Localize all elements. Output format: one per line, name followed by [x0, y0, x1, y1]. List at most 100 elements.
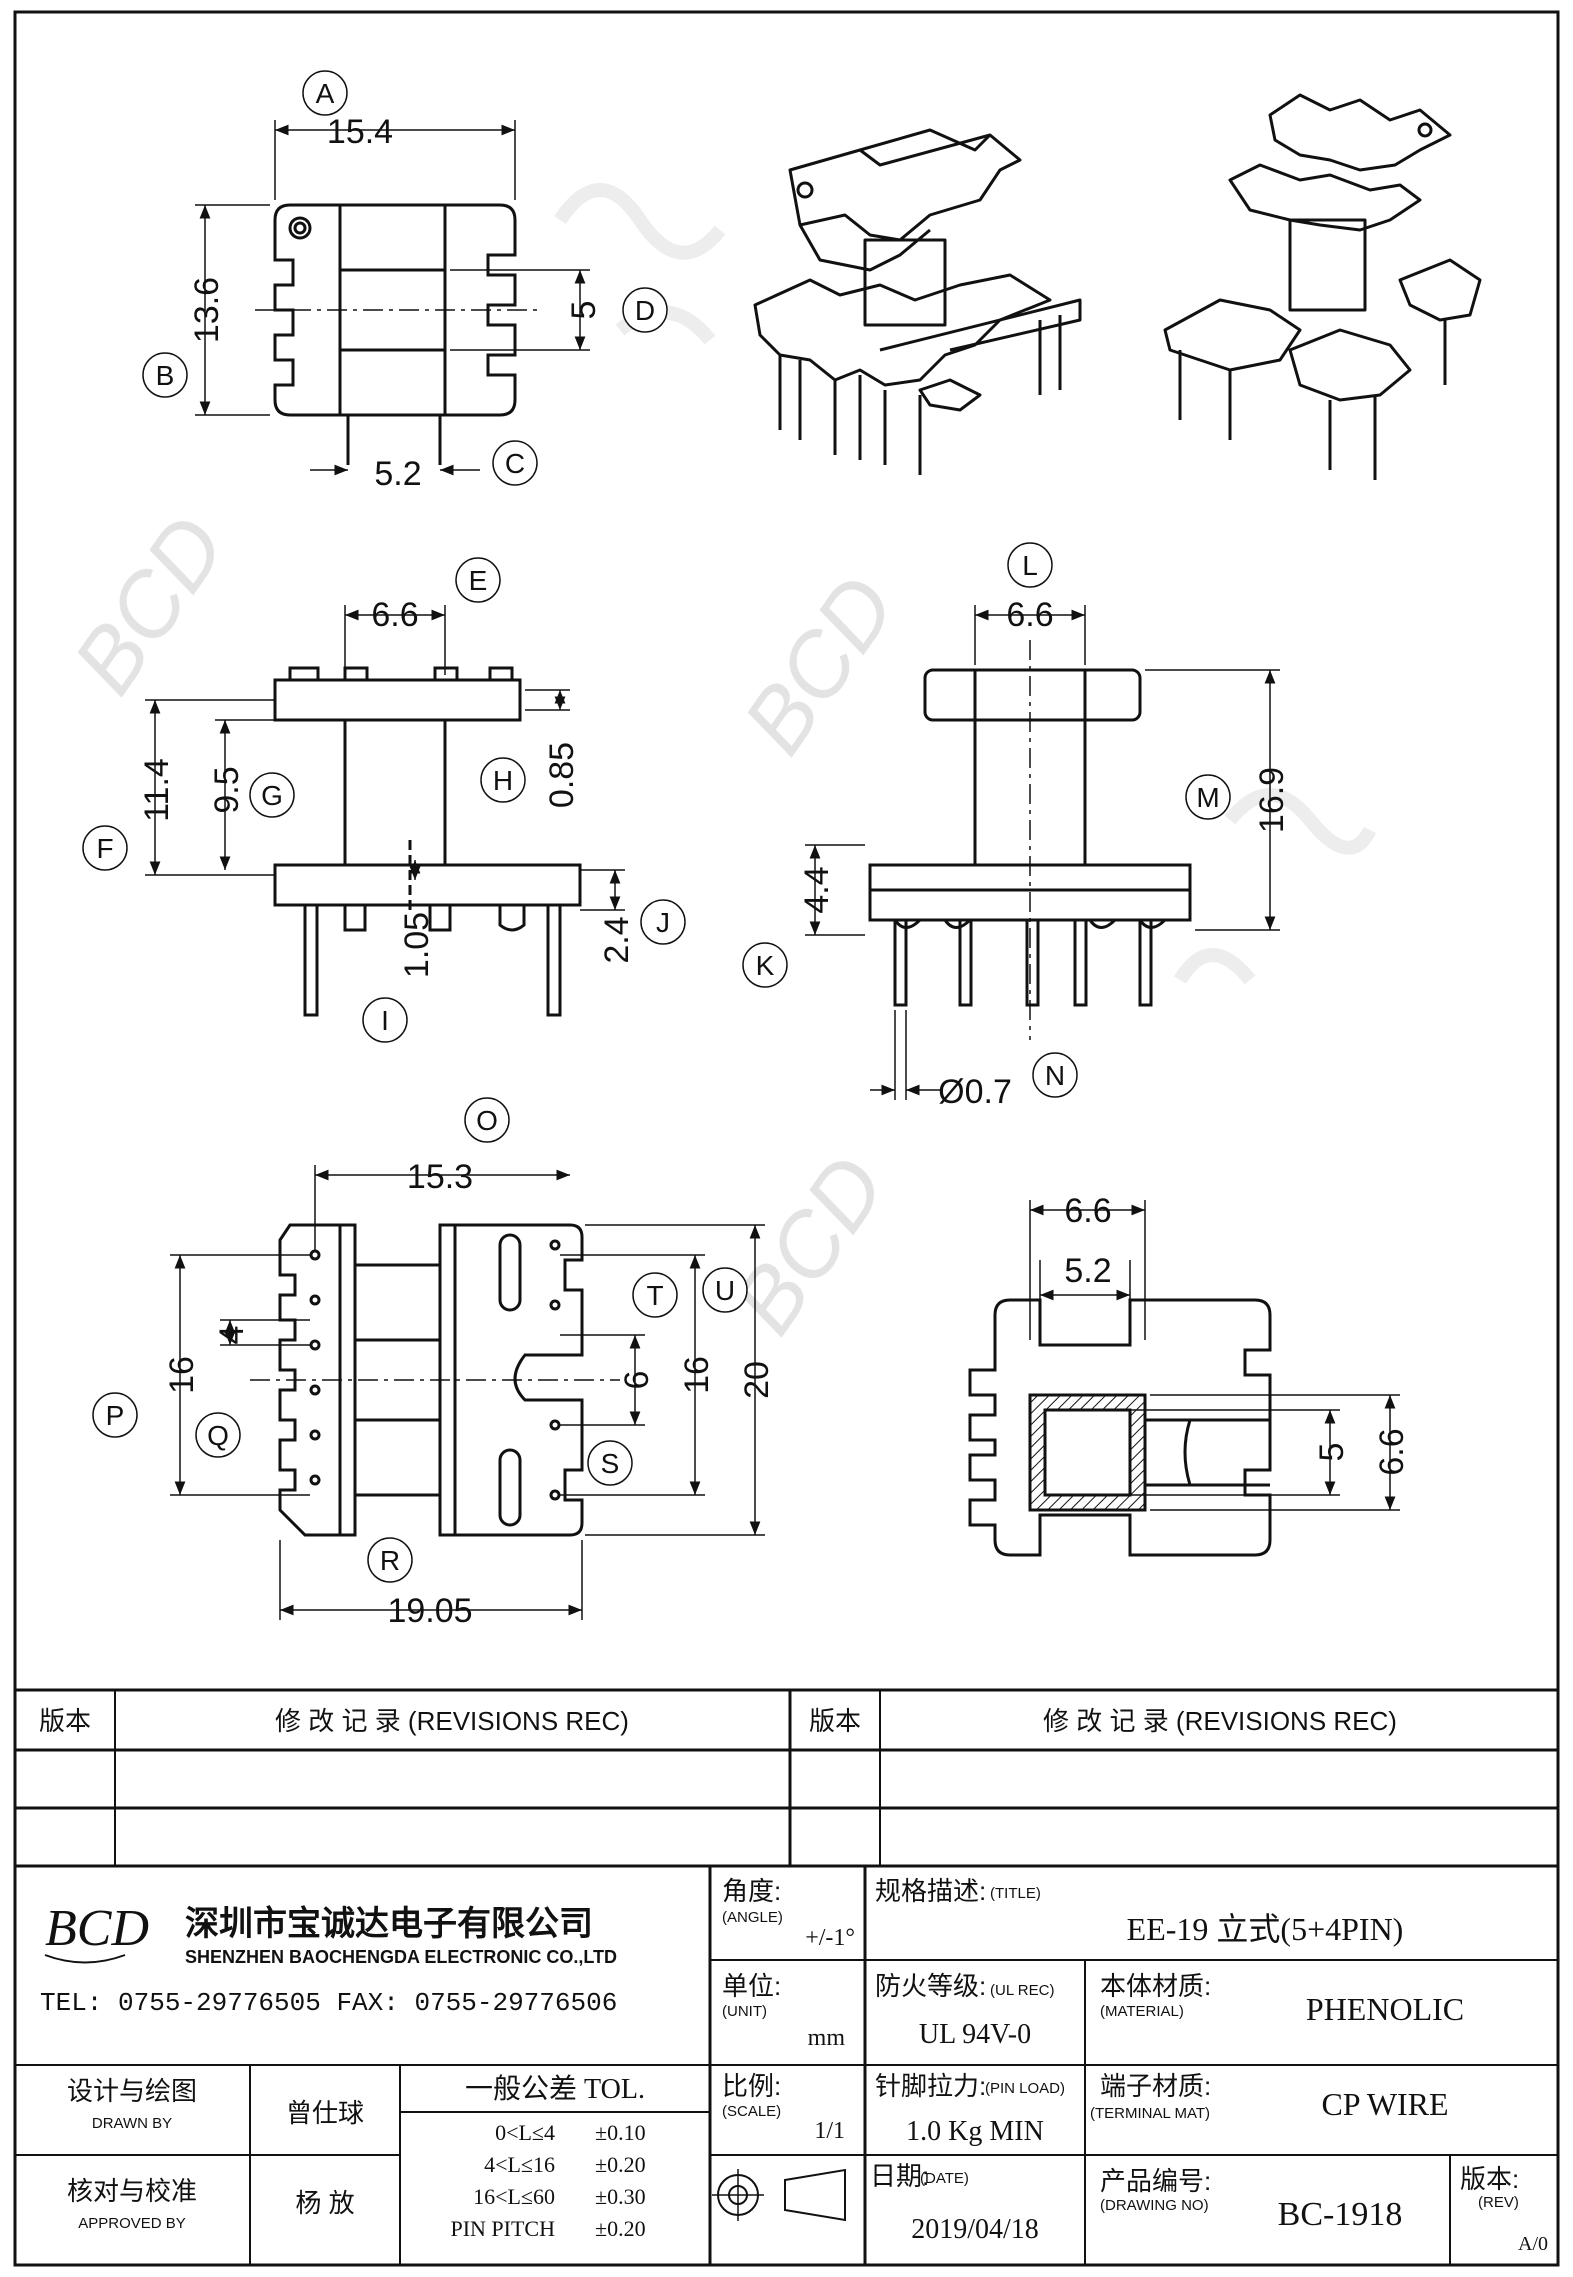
callout-circle-c	[492, 440, 538, 486]
tol-value-2: ±0.30	[595, 2184, 646, 2209]
tol-value-0: ±0.10	[595, 2120, 646, 2145]
callout-circle-s	[587, 1440, 633, 1486]
tol-value-1: ±0.20	[595, 2152, 646, 2177]
terminal-label-en: (TERMINAL MAT)	[1090, 2105, 1210, 2122]
dim-6-6-front: 6.6	[1006, 596, 1053, 634]
iso-view-left	[753, 128, 1082, 475]
front-view-dims	[805, 605, 1280, 1100]
callout-circle-d	[622, 287, 668, 333]
side-view-dims	[145, 605, 625, 911]
bottom-view	[250, 1223, 620, 1537]
front-view	[868, 640, 1192, 1040]
approved-label-en: APPROVED BY	[78, 2215, 186, 2232]
pinload-label-en: (PIN LOAD)	[985, 2080, 1065, 2097]
callout-circle-i	[362, 997, 408, 1043]
rev-col-left: 版本	[39, 1706, 91, 1736]
dim-6: 6	[618, 1371, 656, 1390]
rev-col-right: 版本	[809, 1706, 861, 1736]
scale-label-en: (SCALE)	[722, 2103, 781, 2120]
angle-label: 角度:	[722, 1876, 781, 1906]
callout-label-l: L	[1022, 550, 1038, 581]
approved-value: 杨 放	[295, 2188, 354, 2218]
terminal-label: 端子材质:	[1100, 2071, 1211, 2101]
dim-5-2: 5.2	[374, 455, 421, 493]
callout-circle-o	[464, 1097, 510, 1143]
drawingno-value: BC-1918	[1278, 2196, 1403, 2233]
callout-circle-p	[92, 1392, 138, 1438]
drawingno-label-en: (DRAWING NO)	[1100, 2197, 1209, 2214]
ul-label: 防火等级:	[875, 1971, 986, 2001]
rev-label: 版本:	[1460, 2164, 1519, 2194]
dim-4-4: 4.4	[798, 866, 836, 913]
drawn-label-en: DRAWN BY	[92, 2115, 172, 2132]
company-name-en: SHENZHEN BAOCHENGDA ELECTRONIC CO.,LTD	[185, 1947, 617, 1967]
company-logo: BCD	[45, 1900, 149, 1957]
dim-5-section: 5	[1313, 1443, 1351, 1462]
callout-label-b: B	[156, 360, 175, 391]
terminal-value: CP WIRE	[1321, 2086, 1448, 2122]
drawn-label: 设计与绘图	[67, 2076, 197, 2106]
title-block-text: 版本 修 改 记 录 (REVISIONS REC) 版本 修 改 记 录 (R…	[39, 1706, 1548, 2255]
dim-6-6-section: 6.6	[1064, 1192, 1111, 1230]
approved-label: 核对与校准	[67, 2176, 197, 2206]
dim-6-6-section-v: 6.6	[1373, 1428, 1411, 1475]
date-value: 2019/04/18	[911, 2214, 1039, 2245]
callout-circle-u	[702, 1267, 748, 1313]
bottom-view-dim-text: 15.3 16 4 6 16 20 19.05	[163, 1158, 776, 1630]
ul-label-en: (UL REC)	[990, 1982, 1054, 1999]
callout-label-k: K	[756, 950, 775, 981]
callout-circle-r	[367, 1537, 413, 1583]
scale-label: 比例:	[722, 2071, 781, 2101]
callout-circle-h	[480, 757, 526, 803]
unit-label-en: (UNIT)	[722, 2003, 767, 2020]
callout-label-j: J	[656, 907, 670, 938]
unit-label: 单位:	[722, 1971, 781, 2001]
front-view-dim-text: 6.6 16.9 4.4 Ø0.7	[798, 596, 1291, 1111]
dim-13-6: 13.6	[188, 277, 226, 343]
dim-1-05: 1.05	[398, 912, 436, 978]
dim-0-85: 0.85	[543, 742, 581, 808]
dim-20: 20	[738, 1361, 776, 1399]
dim-5: 5	[565, 301, 603, 320]
dim-pin-dia: Ø0.7	[938, 1073, 1012, 1111]
callout-label-p: P	[106, 1400, 125, 1431]
tol-range-0: 0<L≤4	[495, 2120, 555, 2145]
title-label: 规格描述:	[875, 1876, 986, 1906]
unit-value: mm	[808, 2025, 846, 2051]
callout-label-i: I	[381, 1005, 389, 1036]
date-label-en: (DATE)	[920, 2170, 969, 2187]
callout-label-s: S	[601, 1448, 620, 1479]
callout-label-f: F	[96, 833, 113, 864]
callout-circle-j	[640, 899, 686, 945]
drawingno-label: 产品编号:	[1100, 2166, 1211, 2196]
ul-value: UL 94V-0	[919, 2019, 1031, 2050]
callout-label-d: D	[635, 295, 655, 326]
callout-circle-k	[742, 942, 788, 988]
callout-label-g: G	[261, 780, 283, 811]
date-label: 日期:	[870, 2161, 929, 2191]
watermark-text: BCD	[54, 498, 245, 711]
callout-circle-a	[302, 70, 348, 116]
callout-label-m: M	[1196, 782, 1219, 813]
top-view	[255, 203, 540, 465]
rev-record-right: 修 改 记 录 (REVISIONS REC)	[1043, 1706, 1397, 1736]
title-value: EE-19 立式(5+4PIN)	[1127, 1911, 1404, 1947]
svg-text:BCD: BCD	[724, 558, 915, 771]
tol-range-2: 16<L≤60	[473, 2184, 555, 2209]
dim-16-9: 16.9	[1253, 767, 1291, 833]
material-value: PHENOLIC	[1306, 1991, 1464, 2027]
section-view-dim-text: 6.6 5.2 5 6.6	[1064, 1192, 1411, 1476]
pinload-label: 针脚拉力:	[875, 2071, 986, 2101]
company-contact: TEL: 0755-29776505 FAX: 0755-29776506	[40, 1988, 617, 2018]
top-view-dim-text: 15.4 13.6 5 5.2	[188, 113, 603, 493]
dim-11-4: 11.4	[138, 758, 176, 822]
rev-value: A/0	[1518, 2233, 1548, 2255]
watermark: BCD BCD BCD	[54, 183, 1377, 1351]
bottom-view-dims	[170, 1165, 765, 1620]
callout-label-c: C	[505, 448, 525, 479]
dim-19-05: 19.05	[387, 1592, 472, 1630]
dim-2-4: 2.4	[598, 916, 636, 963]
dim-16-right: 16	[678, 1356, 716, 1394]
dim-9-5: 9.5	[208, 766, 246, 813]
